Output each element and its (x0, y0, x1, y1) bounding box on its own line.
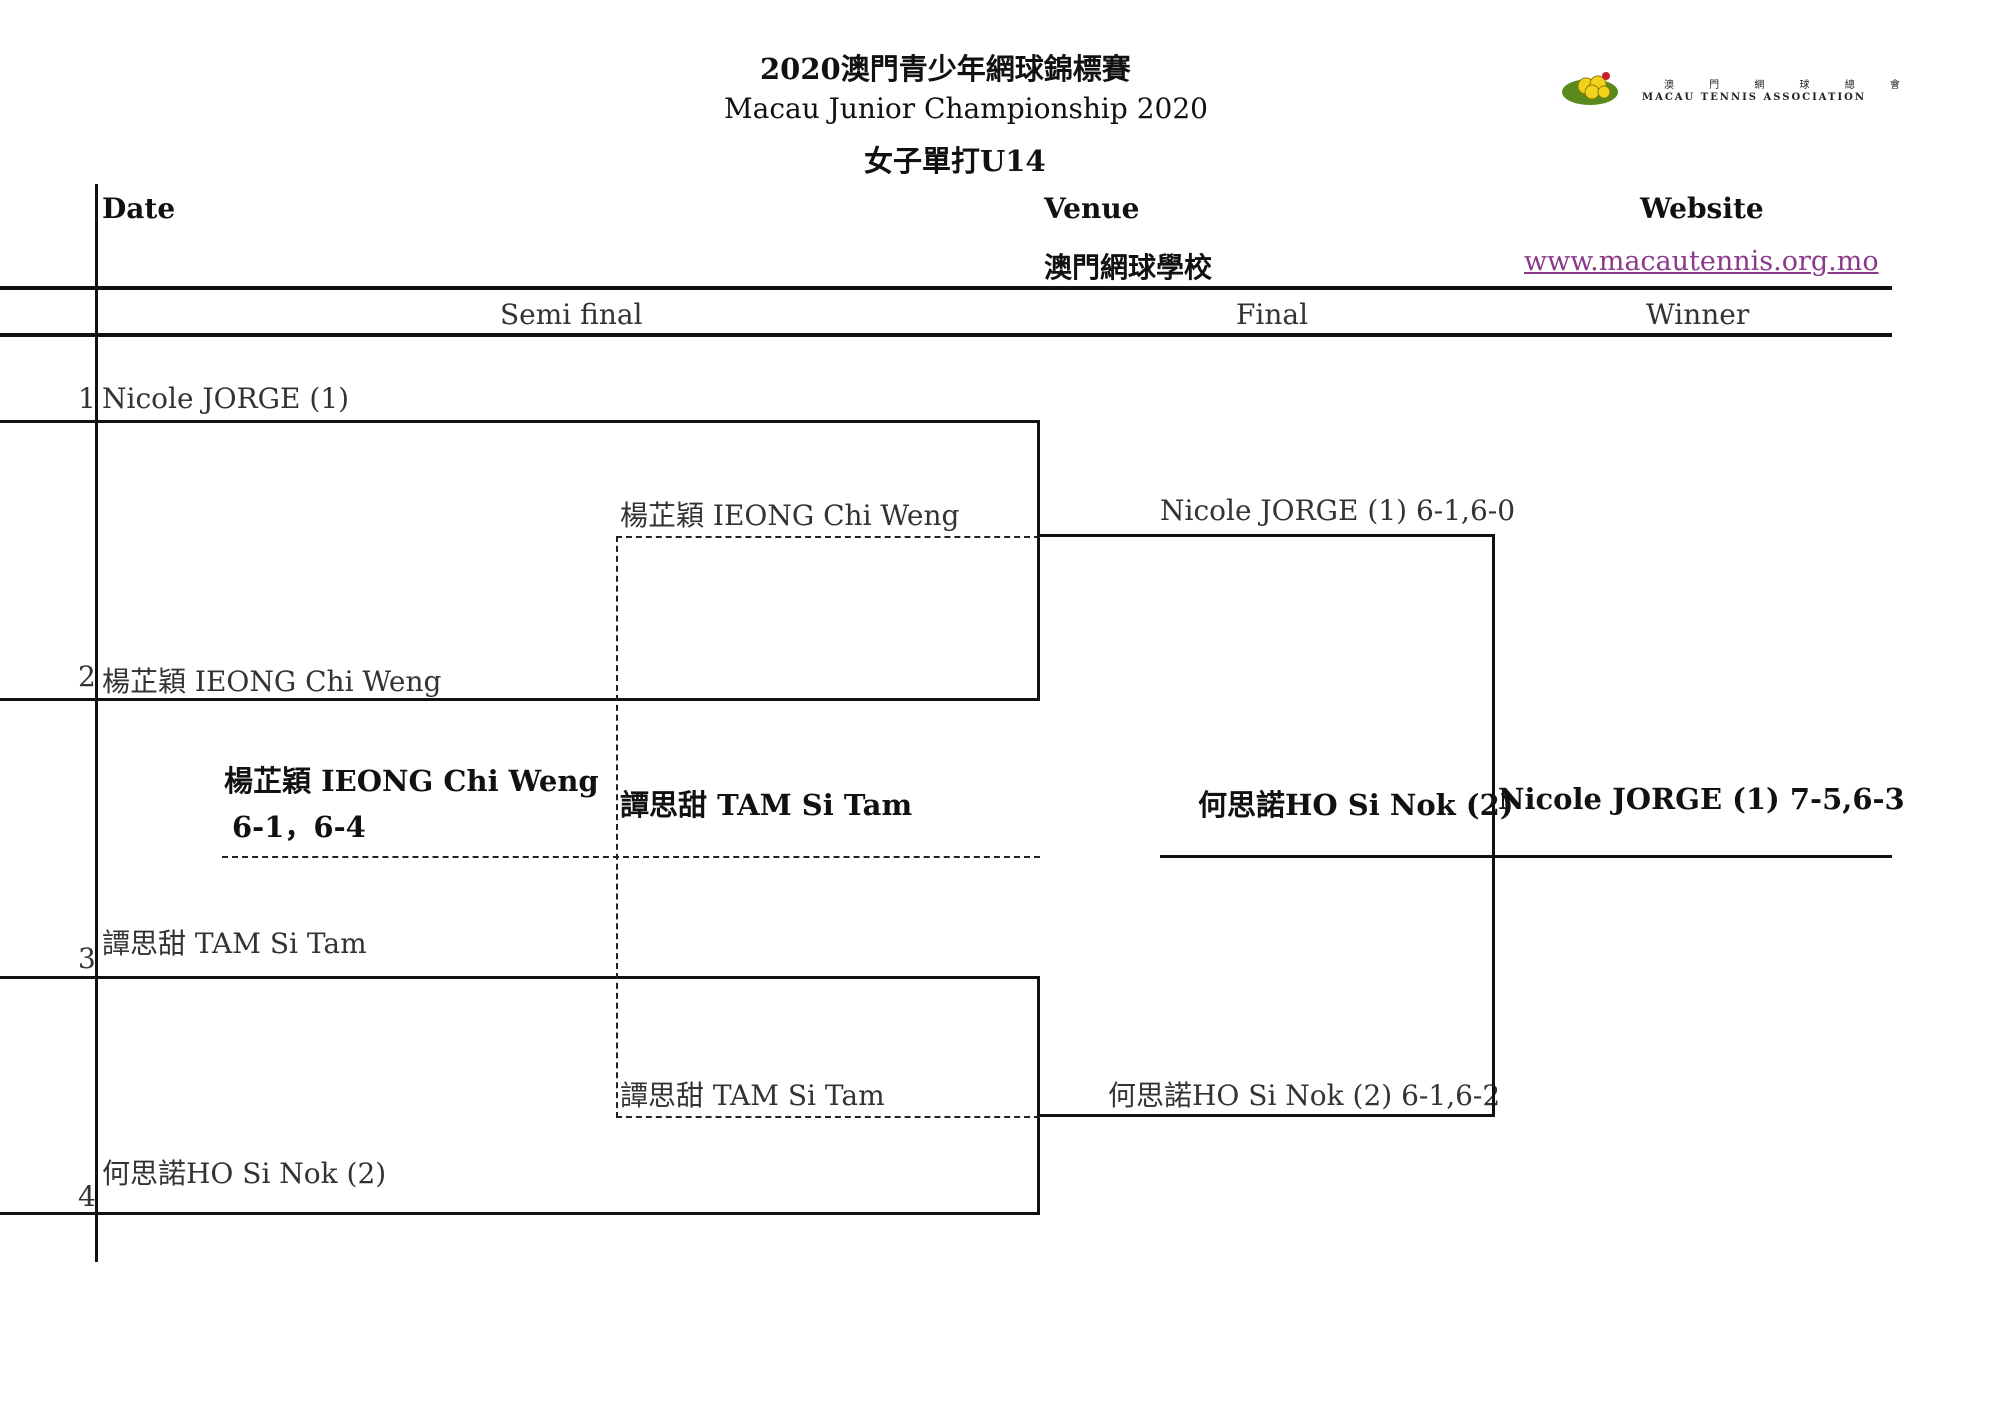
semi-winner-top-line (1037, 534, 1495, 537)
seed-number-3: 3 (78, 942, 96, 975)
event-title: 女子單打U14 (864, 144, 1046, 178)
final-runner-up: 何思諾HO Si Nok (2) (1198, 788, 1514, 822)
seed-number-4: 4 (78, 1180, 96, 1213)
association-name-en: MACAU TENNIS ASSOCIATION (1642, 92, 1866, 103)
consolation-upper-line (616, 536, 1040, 538)
round-head-final: Final (1236, 298, 1309, 331)
website-label: Website (1640, 192, 1764, 225)
semi-winner-bottom: 何思諾HO Si Nok (2) 6-1,6-2 (1108, 1079, 1501, 1112)
venue-value: 澳門網球學校 (1044, 251, 1213, 284)
seed-number-2: 2 (78, 660, 96, 693)
consolation-winner: 楊芷穎 IEONG Chi Weng (224, 764, 599, 798)
slot-line-1 (0, 420, 1040, 423)
consolation-lower: 譚思甜 TAM Si Tam (620, 1079, 885, 1112)
draw-player-2: 楊芷穎 IEONG Chi Weng (102, 665, 442, 698)
final-bracket-vertical (1492, 534, 1495, 1117)
consolation-middle-line (222, 856, 1040, 858)
draw-player-1: Nicole JORGE (1) (102, 382, 350, 415)
tournament-title-cn: 2020澳門青少年網球錦標賽 (760, 52, 1131, 86)
header-rule-bottom (0, 333, 1892, 337)
consolation-vertical (616, 536, 618, 1118)
draw-player-3: 譚思甜 TAM Si Tam (102, 927, 367, 960)
date-label: Date (102, 192, 176, 225)
slot-line-2 (0, 698, 1040, 701)
slot-line-3 (0, 976, 1040, 979)
champion: Nicole JORGE (1) 7-5,6-3 (1498, 782, 1905, 816)
header-rule-top (0, 286, 1892, 290)
venue-label: Venue (1044, 192, 1140, 225)
tournament-title-en: Macau Junior Championship 2020 (724, 92, 1208, 125)
slot-line-4 (0, 1212, 1040, 1215)
seed-number-1: 1 (78, 382, 96, 415)
round-head-winner: Winner (1646, 298, 1750, 331)
round-head-semi: Semi final (500, 298, 643, 331)
consolation-winner-score: 6-1，6-4 (232, 810, 366, 844)
semi-bracket-top-vertical (1037, 420, 1040, 701)
semi-bracket-bottom-vertical (1037, 976, 1040, 1215)
consolation-lower-line (616, 1116, 1040, 1118)
website-link[interactable]: www.macautennis.org.mo (1524, 246, 1879, 277)
final-line (1160, 855, 1892, 858)
tennis-ball-logo-icon (1562, 72, 1618, 105)
draw-player-4: 何思諾HO Si Nok (2) (102, 1157, 387, 1190)
consolation-second: 譚思甜 TAM Si Tam (620, 788, 913, 822)
semi-winner-bottom-line (1037, 1114, 1495, 1117)
consolation-upper: 楊芷穎 IEONG Chi Weng (620, 499, 960, 532)
left-vertical-rule (95, 184, 98, 1262)
semi-winner-top: Nicole JORGE (1) 6-1,6-0 (1160, 494, 1516, 527)
association-name-cn: 澳 門 網 球 總 會 (1664, 80, 1916, 91)
association-logo: 澳 門 網 球 總 會 MACAU TENNIS ASSOCIATION (1560, 64, 1900, 114)
